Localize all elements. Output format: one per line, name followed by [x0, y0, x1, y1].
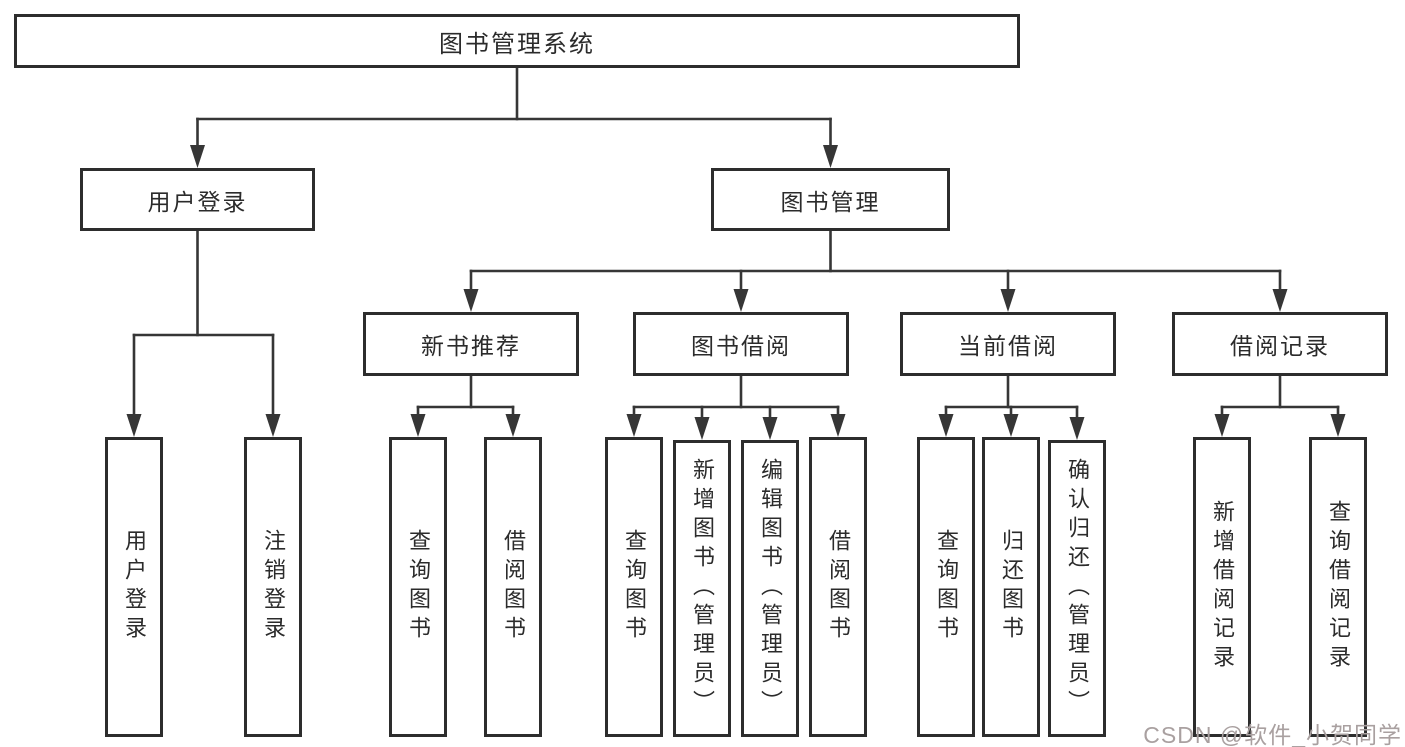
node-borrow-records: 借阅记录	[1172, 312, 1388, 376]
node-v-return-book: 归还图书	[982, 437, 1040, 737]
node-user-login: 用户登录	[80, 168, 315, 231]
node-label: 查询图书	[622, 529, 647, 645]
arrowhead-down-icon	[190, 145, 205, 168]
arrowhead-down-icon	[626, 414, 642, 437]
node-v-confirm-return: 确认归还（管理员）	[1048, 440, 1106, 737]
node-label: 借阅图书	[826, 529, 851, 645]
node-root: 图书管理系统	[14, 14, 1020, 68]
node-label: 确认归还（管理员）	[1065, 458, 1090, 719]
node-label: 注销登录	[261, 529, 286, 645]
node-v-query-book-3: 查询图书	[917, 437, 975, 737]
arrowhead-down-icon	[1069, 417, 1085, 440]
node-v-query-record: 查询借阅记录	[1309, 437, 1367, 737]
node-label: 编辑图书（管理员）	[758, 458, 783, 719]
node-book-mgmt: 图书管理	[711, 168, 950, 231]
node-v-add-record: 新增借阅记录	[1193, 437, 1251, 737]
node-v-query-book-2: 查询图书	[605, 437, 663, 737]
arrowhead-down-icon	[1000, 289, 1016, 312]
node-label: 查询图书	[934, 529, 959, 645]
arrowhead-down-icon	[1330, 414, 1346, 437]
arrowhead-down-icon	[265, 414, 281, 437]
node-current-borrow: 当前借阅	[900, 312, 1116, 376]
node-v-edit-book: 编辑图书（管理员）	[741, 440, 799, 737]
node-v-borrow-book-2: 借阅图书	[809, 437, 867, 737]
arrowhead-down-icon	[694, 417, 710, 440]
node-label: 图书借阅	[691, 333, 791, 359]
node-label: 图书管理	[780, 188, 881, 215]
node-label: 借阅记录	[1230, 333, 1330, 359]
node-v-user-login: 用户登录	[105, 437, 163, 737]
arrowhead-down-icon	[1003, 414, 1019, 437]
node-new-books: 新书推荐	[363, 312, 579, 376]
node-v-borrow-book-1: 借阅图书	[484, 437, 542, 737]
arrowhead-down-icon	[410, 414, 426, 437]
arrowhead-down-icon	[463, 289, 479, 312]
arrowhead-down-icon	[733, 289, 749, 312]
arrowhead-down-icon	[126, 414, 142, 437]
arrowhead-down-icon	[938, 414, 954, 437]
node-label: 新增借阅记录	[1210, 500, 1235, 674]
node-label: 查询图书	[406, 529, 431, 645]
node-label: 用户登录	[122, 529, 147, 645]
node-v-query-book-1: 查询图书	[389, 437, 447, 737]
node-v-logout: 注销登录	[244, 437, 302, 737]
arrowhead-down-icon	[830, 414, 846, 437]
node-label: 新书推荐	[421, 333, 521, 359]
node-label: 当前借阅	[958, 333, 1058, 359]
watermark: CSDN @软件_小贺同学	[1143, 722, 1402, 747]
node-label: 查询借阅记录	[1326, 500, 1351, 674]
node-v-add-book: 新增图书（管理员）	[673, 440, 731, 737]
node-label: 归还图书	[999, 529, 1024, 645]
node-label: 图书管理系统	[439, 30, 595, 58]
arrowhead-down-icon	[823, 145, 838, 168]
node-book-borrow: 图书借阅	[633, 312, 849, 376]
arrowhead-down-icon	[505, 414, 521, 437]
node-label: 借阅图书	[501, 529, 526, 645]
arrowhead-down-icon	[1214, 414, 1230, 437]
arrowhead-down-icon	[762, 417, 778, 440]
node-label: 新增图书（管理员）	[690, 458, 715, 719]
arrowhead-down-icon	[1272, 289, 1288, 312]
node-label: 用户登录	[147, 188, 248, 215]
